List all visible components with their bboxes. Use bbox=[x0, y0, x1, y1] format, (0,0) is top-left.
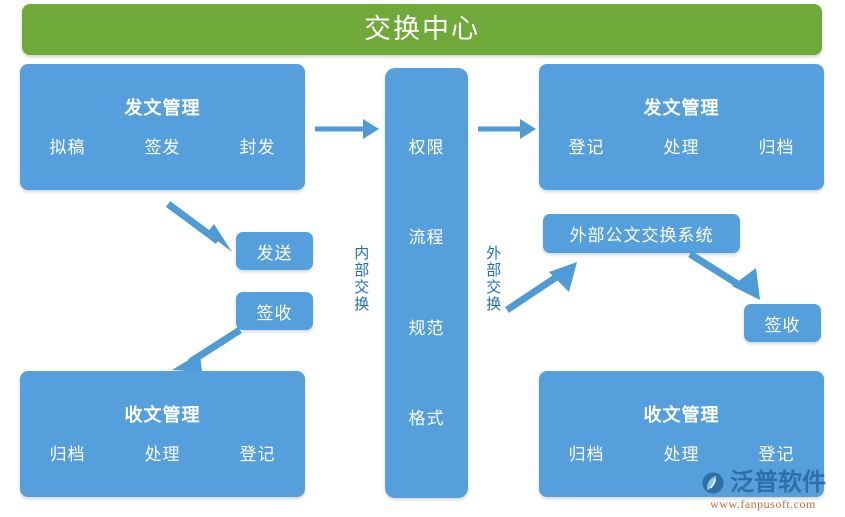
center-standards-column[interactable]: 权限 流程 规范 格式 bbox=[385, 68, 468, 498]
module-title: 收文管理 bbox=[643, 404, 720, 425]
external-outgoing-module[interactable]: 发文管理 登记 处理 归档 bbox=[539, 64, 824, 190]
internal-exchange-label: 内部交换 bbox=[352, 245, 370, 313]
watermark-url: www.fanpusoft.com bbox=[710, 497, 816, 511]
center-item[interactable]: 权限 bbox=[408, 137, 445, 157]
module-step[interactable]: 归档 bbox=[758, 137, 795, 157]
module-step[interactable]: 登记 bbox=[758, 444, 795, 464]
external-exchange-label: 外部交换 bbox=[484, 245, 502, 313]
arrow-exchange-to-receive-icon bbox=[688, 251, 774, 304]
module-step[interactable]: 签发 bbox=[144, 137, 181, 157]
external-exchange-system-label: 外部公文交换系统 bbox=[569, 226, 714, 245]
page-title: 交换中心 bbox=[364, 14, 480, 44]
internal-incoming-module[interactable]: 收文管理 归档 处理 登记 bbox=[20, 371, 305, 497]
header-bar: 交换中心 bbox=[22, 4, 822, 55]
arrow-receive-to-incoming-icon bbox=[166, 327, 244, 374]
internal-receive-button-label: 签收 bbox=[256, 303, 293, 323]
center-item[interactable]: 规范 bbox=[408, 318, 445, 338]
module-step[interactable]: 处理 bbox=[144, 444, 181, 464]
external-receive-button[interactable]: 签收 bbox=[744, 304, 821, 342]
module-title: 收文管理 bbox=[124, 404, 201, 425]
internal-outgoing-module[interactable]: 发文管理 拟稿 签发 封发 bbox=[20, 64, 305, 190]
arrow-to-exchange-system-icon bbox=[505, 260, 581, 313]
module-step[interactable]: 登记 bbox=[239, 444, 276, 464]
arrow-outgoing-to-send-icon bbox=[165, 200, 238, 256]
send-button[interactable]: 发送 bbox=[236, 232, 313, 270]
module-steps: 登记 处理 归档 bbox=[539, 139, 824, 156]
send-button-label: 发送 bbox=[256, 243, 293, 263]
module-step[interactable]: 登记 bbox=[568, 137, 605, 157]
module-step[interactable]: 封发 bbox=[239, 137, 276, 157]
external-receive-button-label: 签收 bbox=[764, 315, 801, 335]
external-incoming-module[interactable]: 收文管理 归档 处理 登记 bbox=[539, 371, 824, 497]
module-step[interactable]: 处理 bbox=[663, 444, 700, 464]
module-step[interactable]: 归档 bbox=[49, 444, 86, 464]
module-title: 发文管理 bbox=[643, 97, 720, 118]
module-title: 发文管理 bbox=[124, 97, 201, 118]
center-item[interactable]: 格式 bbox=[408, 409, 445, 429]
module-steps: 归档 处理 登记 bbox=[20, 446, 305, 463]
module-steps: 归档 处理 登记 bbox=[539, 446, 824, 463]
module-steps: 拟稿 签发 封发 bbox=[20, 139, 305, 156]
center-item[interactable]: 流程 bbox=[408, 228, 445, 248]
arrow-center-to-right-icon bbox=[478, 116, 538, 142]
module-step[interactable]: 处理 bbox=[663, 137, 700, 157]
module-step[interactable]: 拟稿 bbox=[49, 137, 86, 157]
arrow-left-to-center-icon bbox=[315, 116, 381, 142]
internal-receive-button[interactable]: 签收 bbox=[236, 292, 313, 330]
external-exchange-system-button[interactable]: 外部公文交换系统 bbox=[543, 214, 740, 253]
module-step[interactable]: 归档 bbox=[568, 444, 605, 464]
